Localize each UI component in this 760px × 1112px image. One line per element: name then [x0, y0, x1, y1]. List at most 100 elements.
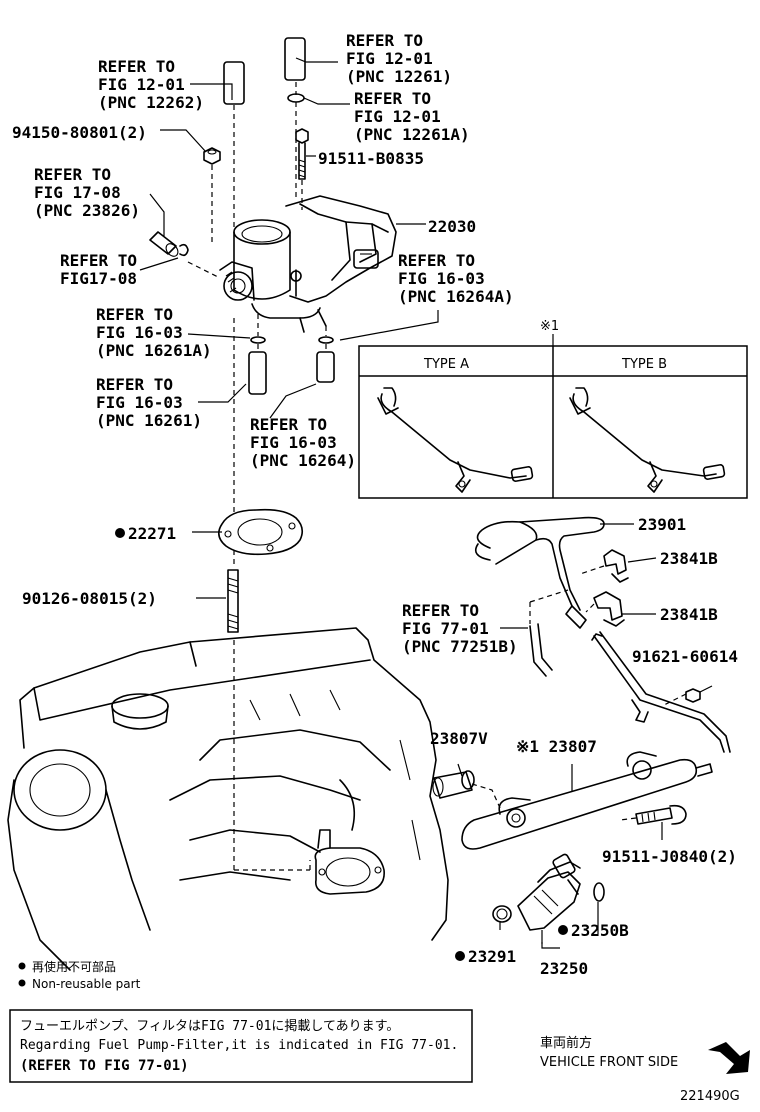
fuel-hose-23901 [474, 516, 605, 629]
svg-text:REFER TO: REFER TO [96, 375, 173, 394]
svg-text:REFER TO: REFER TO [354, 89, 431, 108]
svg-text:FIG 17-08: FIG 17-08 [34, 183, 121, 202]
svg-text:Non-reusable part: Non-reusable part [32, 977, 141, 991]
svg-text:REFER TO: REFER TO [398, 251, 475, 270]
label-ref-77251b: REFER TO FIG 77-01 (PNC 77251B) [402, 601, 518, 656]
svg-text:(REFER TO FIG 77-01): (REFER TO FIG 77-01) [20, 1058, 189, 1074]
svg-text:(PNC 16261A): (PNC 16261A) [96, 341, 212, 360]
svg-text:23250B: 23250B [571, 921, 629, 940]
svg-text:(PNC 16264A): (PNC 16264A) [398, 287, 514, 306]
label-type-box-mark: ※1 [540, 319, 559, 334]
label-23841b-lower: 23841B [660, 605, 718, 624]
fuel-pipe [591, 631, 731, 753]
label-23901: 23901 [638, 515, 686, 534]
svg-text:VEHICLE FRONT SIDE: VEHICLE FRONT SIDE [540, 1055, 678, 1070]
svg-text:REFER TO: REFER TO [402, 601, 479, 620]
oring-16264a [318, 326, 334, 344]
legend: 再使用不可部品 Non-reusable part [18, 959, 141, 991]
label-23841b-upper: 23841B [660, 549, 718, 568]
label-23250b: 23250B [558, 921, 629, 940]
svg-text:(PNC 23826): (PNC 23826) [34, 201, 140, 220]
hose-23826 [149, 231, 221, 279]
svg-text:(PNC 12261): (PNC 12261) [346, 67, 452, 86]
nut-94150 [203, 147, 221, 245]
type-variants-box [358, 334, 748, 499]
label-ref-16264: REFER TO FIG 16-03 (PNC 16264) [250, 415, 356, 470]
svg-text:22271: 22271 [128, 524, 176, 543]
type-b-pipe [569, 387, 726, 493]
svg-text:FIG 12-01: FIG 12-01 [346, 49, 433, 68]
svg-text:REFER TO: REFER TO [250, 415, 327, 434]
label-90126: 90126-08015(2) [22, 589, 157, 608]
bolt-91621 [661, 685, 713, 707]
oring-16261a [250, 314, 266, 344]
label-ref-16264a: REFER TO FIG 16-03 (PNC 16264A) [398, 251, 514, 306]
oring-23250b [593, 882, 605, 902]
gasket-22271 [218, 508, 304, 556]
pipe-16264 [316, 344, 335, 383]
svg-text:FIG 16-03: FIG 16-03 [398, 269, 485, 288]
svg-text:23291: 23291 [468, 947, 516, 966]
label-ref-16261a: REFER TO FIG 16-03 (PNC 16261A) [96, 305, 212, 360]
pipe-16261 [248, 344, 267, 395]
stud-90126 [227, 569, 239, 633]
svg-text:FIG 16-03: FIG 16-03 [250, 433, 337, 452]
fuel-rail-23807 [461, 751, 713, 850]
vehicle-front-label: 車両前方 VEHICLE FRONT SIDE [540, 1035, 678, 1070]
bolt-91511-j0840 [619, 804, 687, 825]
note-box: フューエルポンプ、フィルタはFIG 77-01に掲載してあります。 Regard… [9, 1009, 473, 1083]
svg-text:フューエルポンプ、フィルタはFIG 77-01に掲載してあり: フューエルポンプ、フィルタはFIG 77-01に掲載してあります。 [20, 1018, 399, 1034]
figure-code: 221490G [680, 1089, 740, 1104]
svg-text:REFER TO: REFER TO [346, 31, 423, 50]
hose-12261 [284, 37, 306, 200]
svg-text:REFER TO: REFER TO [98, 57, 175, 76]
svg-text:FIG 16-03: FIG 16-03 [96, 393, 183, 412]
label-91511-b0835: 91511-B0835 [318, 149, 424, 168]
svg-text:FIG17-08: FIG17-08 [60, 269, 137, 288]
label-ref-12261: REFER TO FIG 12-01 (PNC 12261) [346, 31, 452, 86]
svg-text:(PNC 12262): (PNC 12262) [98, 93, 204, 112]
label-94150: 94150-80801(2) [12, 123, 147, 142]
label-23807: ※1 23807 [516, 737, 597, 756]
grommet-23291 [492, 905, 512, 923]
svg-text:(PNC 16261): (PNC 16261) [96, 411, 202, 430]
svg-text:REFER TO: REFER TO [34, 165, 111, 184]
svg-text:再使用不可部品: 再使用不可部品 [32, 959, 116, 974]
label-ref-17-08: REFER TO FIG17-08 [60, 251, 137, 288]
label-23291: 23291 [455, 947, 516, 966]
hose-77251b [529, 589, 569, 677]
leader-lines [139, 57, 663, 949]
label-ref-16261: REFER TO FIG 16-03 (PNC 16261) [96, 375, 202, 430]
clip-23841b-lower [585, 591, 625, 627]
hose-12262 [223, 61, 245, 230]
throttle-body-22030 [219, 195, 397, 333]
label-ref-12262: REFER TO FIG 12-01 (PNC 12262) [98, 57, 204, 112]
label-ref-12261a: REFER TO FIG 12-01 (PNC 12261A) [354, 89, 470, 144]
svg-text:(PNC 77251B): (PNC 77251B) [402, 637, 518, 656]
svg-text:(PNC 16264): (PNC 16264) [250, 451, 356, 470]
svg-text:FIG 12-01: FIG 12-01 [98, 75, 185, 94]
label-22030: 22030 [428, 217, 476, 236]
engine-head [7, 627, 449, 971]
svg-text:REFER TO: REFER TO [60, 251, 137, 270]
svg-text:(PNC 12261A): (PNC 12261A) [354, 125, 470, 144]
bolt-91511-b0835 [295, 128, 309, 210]
vehicle-front-arrow-icon [708, 1042, 750, 1074]
label-23807v: 23807V [430, 729, 488, 748]
label-ref-23826: REFER TO FIG 17-08 (PNC 23826) [34, 165, 140, 220]
svg-text:FIG 12-01: FIG 12-01 [354, 107, 441, 126]
svg-text:Regarding Fuel Pump-Filter,it: Regarding Fuel Pump-Filter,it is indicat… [20, 1038, 458, 1053]
label-23250: 23250 [540, 959, 588, 978]
label-91511-j0840: 91511-J0840(2) [602, 847, 737, 866]
label-type-a: TYPE A [423, 357, 469, 372]
svg-text:FIG 77-01: FIG 77-01 [402, 619, 489, 638]
label-22271: 22271 [115, 524, 176, 543]
damper-23807v [432, 770, 501, 809]
svg-text:車両前方: 車両前方 [540, 1035, 592, 1051]
injector-23250 [517, 853, 581, 931]
type-a-pipe [377, 387, 534, 493]
svg-text:FIG 16-03: FIG 16-03 [96, 323, 183, 342]
label-91621: 91621-60614 [632, 647, 738, 666]
svg-text:REFER TO: REFER TO [96, 305, 173, 324]
